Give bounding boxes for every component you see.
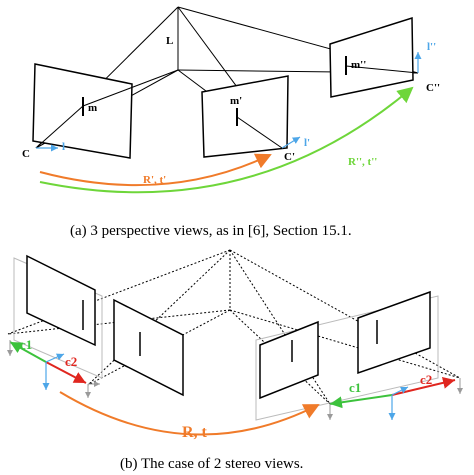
image-plane-2 (201, 75, 289, 158)
stereo-plane-4 (357, 290, 431, 375)
baseline-c1-left (9, 341, 47, 363)
camera-label-C: C (22, 148, 30, 160)
axis-arrow-l-prime (281, 136, 301, 149)
axis-arrow-left-side (45, 353, 65, 363)
caption-a: (a) 3 perspective views, as in [6], Sect… (70, 223, 352, 239)
motion-arrow-orange (39, 153, 272, 187)
stereo-plane-3 (259, 320, 319, 400)
axis-label-l-double-prime: l'' (427, 41, 436, 53)
baseline-label-c1-right: c1 (349, 380, 361, 395)
panel-a: L C C' C'' m m' m'' l l' l'' R', t' R'',… (22, 6, 440, 239)
axis-label-l-prime: l' (304, 137, 310, 149)
image-point-label-m-prime: m' (230, 95, 242, 107)
motion-label-R-t: R, t (182, 424, 208, 441)
motion-arrow-R-t (59, 391, 320, 436)
panel-b: c1 c2 c1 c2 R, t (b) The case of 2 stere… (7, 249, 463, 472)
motion-label-orange: R', t' (143, 174, 166, 186)
axis-label-l: l (62, 141, 65, 153)
point-label-L: L (166, 35, 173, 47)
image-point-label-m-double-prime: m'' (351, 59, 366, 71)
stereo-plane-1 (26, 254, 96, 347)
baseline-label-c2-left: c2 (65, 354, 77, 369)
motion-label-green: R'', t'' (348, 156, 377, 168)
stereo-plane-2 (113, 298, 184, 397)
caption-b: (b) The case of 2 stereo views. (120, 456, 303, 472)
baseline-c2-left (45, 361, 87, 384)
motion-arrow-green (39, 86, 414, 194)
baseline-label-c1-left: c1 (20, 337, 32, 352)
camera-label-C-double-prime: C'' (426, 82, 440, 94)
baseline-c1-right (329, 394, 393, 409)
image-point-label-m: m (88, 102, 97, 114)
camera-label-C-prime: C' (284, 151, 295, 163)
image-plane-3 (329, 16, 414, 98)
baseline-label-c2-right: c2 (420, 372, 432, 387)
axis-arrow-right-side (391, 386, 409, 396)
projection-rays-front (35, 65, 419, 149)
